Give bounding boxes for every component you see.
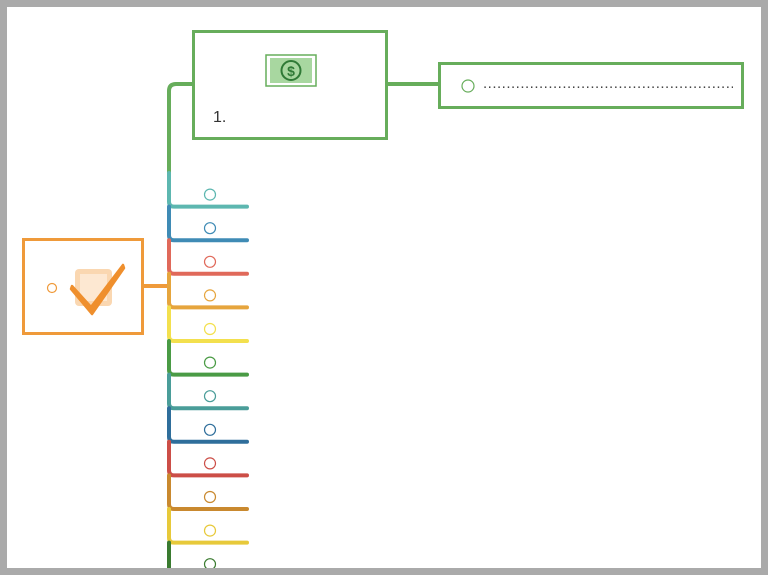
- detail-marker-graphics: [461, 79, 475, 93]
- branch-marker: [203, 255, 217, 268]
- branch-marker: [203, 423, 217, 436]
- mind-map-canvas: $ 1. ...................................…: [7, 7, 761, 568]
- root-topic-marker: [46, 282, 58, 294]
- branch-marker: [203, 524, 217, 537]
- money-icon: $: [265, 54, 317, 87]
- main-node-graphics: $: [265, 54, 317, 87]
- branch-marker: [203, 188, 217, 201]
- svg-text:$: $: [287, 63, 295, 79]
- branch-marker: [203, 457, 217, 470]
- branch-marker: [203, 558, 217, 568]
- branch-marker: [203, 322, 217, 336]
- branch-marker: [203, 490, 217, 504]
- root-node-graphics: [46, 263, 126, 316]
- checkbox-check-icon: [69, 263, 126, 316]
- main-topic-node[interactable]: $ 1.: [192, 30, 388, 140]
- connector-lines: [144, 82, 439, 568]
- branch-marker: [203, 356, 217, 369]
- main-topic-connector: [167, 82, 193, 177]
- branch-marker: [203, 390, 217, 403]
- root-topic-node[interactable]: [22, 238, 144, 335]
- branch-marker: [203, 222, 217, 235]
- subtopic-placeholder-text: ........................................…: [483, 75, 733, 92]
- subtopic-marker: [461, 79, 475, 93]
- topic-number: 1.: [213, 109, 227, 126]
- subtopic-detail-node[interactable]: ........................................…: [438, 62, 744, 109]
- branch-marker: [203, 289, 217, 302]
